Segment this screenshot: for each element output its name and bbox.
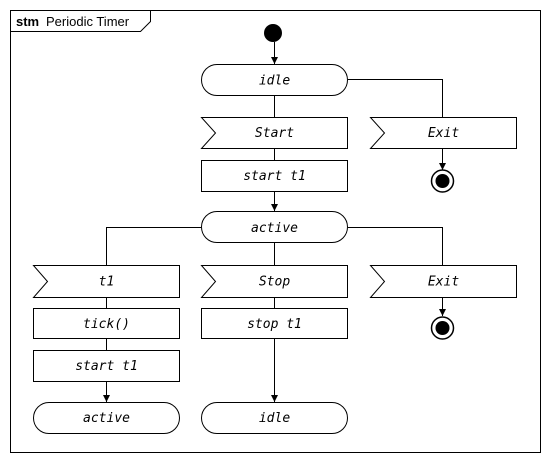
action-label: tick() — [83, 317, 130, 332]
final-state-top — [430, 169, 455, 193]
frame-title: Periodic Timer — [46, 14, 130, 29]
state-idle-bottom: idle — [201, 402, 348, 434]
signal-label: Stop — [259, 275, 290, 290]
signal-label: t1 — [99, 275, 115, 290]
state-label: idle — [259, 411, 290, 426]
signal-receive-t1: t1 — [32, 265, 180, 298]
action-label: stop t1 — [247, 317, 302, 332]
signal-label: Exit — [428, 126, 459, 141]
action-label: start t1 — [243, 169, 306, 184]
frame-kind-label: stm — [16, 14, 39, 29]
action-label: start t1 — [75, 359, 138, 374]
state-active-mid: active — [201, 211, 348, 243]
state-label: idle — [259, 74, 290, 89]
state-active-bottom: active — [33, 402, 180, 434]
signal-label: Exit — [428, 275, 459, 290]
diagram-frame — [10, 10, 541, 453]
signal-receive-start: Start — [200, 117, 348, 149]
action-start-t1-top: start t1 — [201, 160, 348, 192]
signal-receive-exit-mid: Exit — [369, 265, 517, 298]
state-label: active — [251, 221, 298, 236]
action-tick: tick() — [33, 308, 180, 339]
final-state-mid — [430, 316, 455, 340]
edge-active-to-t1 — [106, 227, 201, 266]
edge-active-to-exit — [348, 227, 443, 266]
signal-receive-exit-top: Exit — [369, 117, 517, 149]
state-label: active — [83, 411, 130, 426]
frame-name-tab — [10, 10, 151, 32]
initial-state-dot — [264, 24, 282, 42]
signal-label: Start — [255, 126, 294, 141]
edge-idle-to-exit — [348, 79, 443, 118]
state-idle-top: idle — [201, 64, 348, 96]
transitions — [103, 42, 446, 402]
signal-receive-stop: Stop — [200, 265, 348, 298]
action-stop-t1: stop t1 — [201, 308, 348, 339]
action-start-t1-bottom: start t1 — [33, 350, 180, 382]
